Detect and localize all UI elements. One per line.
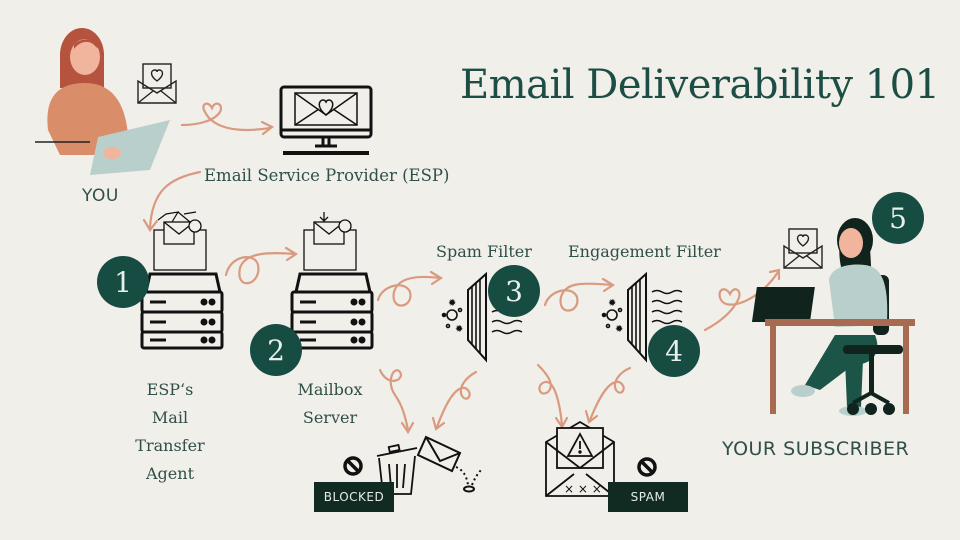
block-icon-2 <box>637 457 657 477</box>
esp-monitor-icon <box>279 85 373 155</box>
svg-text:✹: ✹ <box>448 298 456 309</box>
spam-tag: SPAM <box>608 482 688 512</box>
mailbox-server-icon <box>290 212 374 350</box>
love-letter-icon-2 <box>783 228 823 269</box>
mta-server-icon <box>140 211 224 350</box>
spam-warning-mail-icon: × × × <box>545 420 615 497</box>
step-badge-3: 3 <box>488 265 540 317</box>
subscriber-label: YOUR SUBSCRIBER <box>722 438 910 460</box>
step-badge-1: 1 <box>97 256 149 308</box>
rejected-mail-icon <box>416 435 483 493</box>
spam-filter-label: Spam Filter <box>436 242 532 261</box>
page-title: Email Deliverability 101 <box>460 62 940 108</box>
block-icon <box>343 456 363 476</box>
mailbox-label: Mailbox Server <box>297 380 363 427</box>
svg-text:✹: ✹ <box>455 324 463 335</box>
you-label: YOU <box>82 186 119 206</box>
svg-text:✹: ✹ <box>608 298 616 309</box>
esp-label: Email Service Provider (ESP) <box>204 166 450 185</box>
step-badge-4: 4 <box>648 325 700 377</box>
blocked-tag: BLOCKED <box>314 482 394 512</box>
engagement-filter-label: Engagement Filter <box>568 242 721 261</box>
you-illustration <box>35 28 170 175</box>
subscriber-illustration <box>751 218 915 416</box>
step-badge-2: 2 <box>250 324 302 376</box>
svg-text:× × ×: × × × <box>564 482 602 496</box>
love-letter-icon <box>137 63 177 104</box>
svg-text:✹: ✹ <box>615 324 623 335</box>
engagement-filter-icon: ✹✹ <box>601 271 683 363</box>
trash-can-icon <box>376 443 418 495</box>
step-badge-5: 5 <box>872 192 924 244</box>
mta-label: ESP‘s Mail Transfer Agent <box>135 380 205 483</box>
